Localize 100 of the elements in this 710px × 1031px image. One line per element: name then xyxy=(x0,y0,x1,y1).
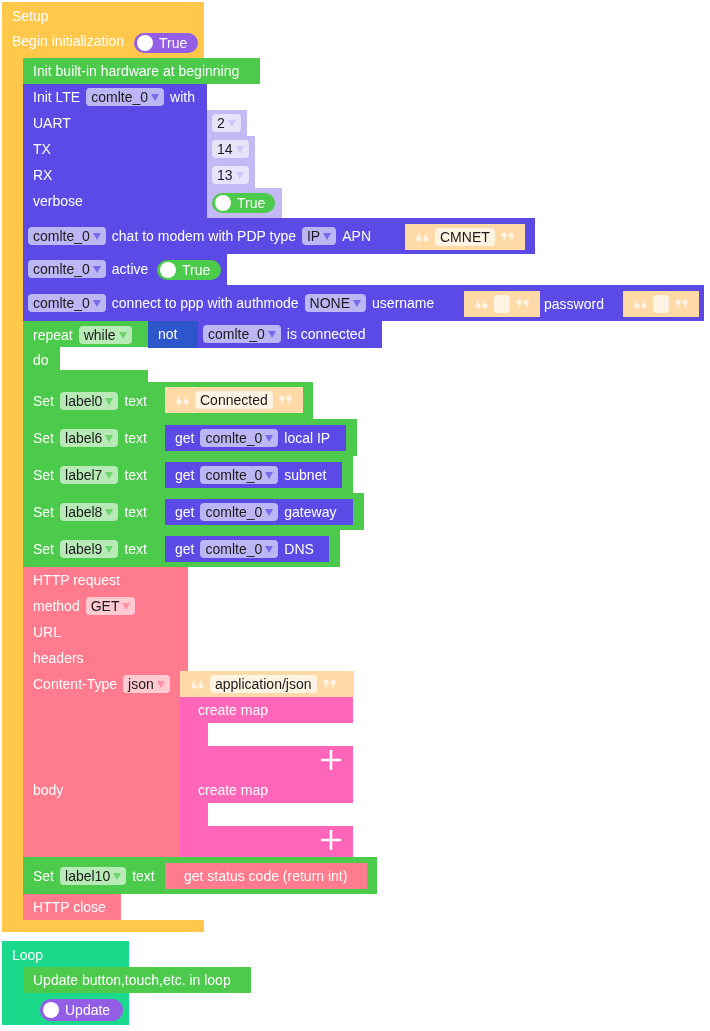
block-label: password xyxy=(544,295,604,313)
text-field: application/json xyxy=(210,675,317,693)
code-block xyxy=(23,857,377,894)
dropdown: comlte_0 xyxy=(28,227,106,245)
code-block xyxy=(23,285,704,321)
dropdown: comlte_0 xyxy=(86,88,164,106)
block-label: username xyxy=(372,294,435,312)
block-label: text xyxy=(124,392,147,410)
block-label: Set xyxy=(33,867,54,885)
block-label: is connected xyxy=(286,325,366,343)
block-label: TX xyxy=(33,140,51,158)
block-label: text xyxy=(124,429,147,447)
block-label: get status code (return int) xyxy=(184,867,348,885)
dropdown: NONE xyxy=(304,294,367,312)
dropdown: comlte_0 xyxy=(200,503,279,521)
dropdown: label10 xyxy=(60,867,127,885)
dropdown: comlte_0 xyxy=(200,466,279,484)
block-label: RX xyxy=(33,166,53,184)
string-block xyxy=(623,291,699,317)
dropdown: comlte_0 xyxy=(203,325,281,343)
block-label: text xyxy=(124,540,147,558)
dropdown: while xyxy=(78,326,132,344)
string-block xyxy=(180,671,354,697)
value-block xyxy=(165,863,367,889)
code-block xyxy=(23,382,313,419)
block-label: create map xyxy=(198,781,269,799)
block-label: method xyxy=(33,597,80,615)
block-label: gateway xyxy=(284,503,337,521)
block-label: Set xyxy=(33,540,54,558)
value-block xyxy=(207,188,282,218)
toggle-switch xyxy=(157,260,221,280)
text-field: Connected xyxy=(195,391,273,409)
block-label: verbose xyxy=(33,192,83,210)
block-label: get xyxy=(175,466,195,484)
dropdown: json xyxy=(123,675,170,693)
toggle-switch xyxy=(40,999,123,1021)
dropdown: label0 xyxy=(60,392,119,410)
block-label: DNS xyxy=(284,540,314,558)
block-label: connect to ppp with authmode xyxy=(111,294,299,312)
dropdown: comlte_0 xyxy=(28,294,106,312)
value-block xyxy=(207,110,247,137)
toggle-label: True xyxy=(237,194,266,212)
block-label: Set xyxy=(33,392,54,410)
block-label: get xyxy=(175,429,195,447)
dropdown: label8 xyxy=(60,503,119,521)
block-label: get xyxy=(175,503,195,521)
block-label: repeat xyxy=(33,326,73,344)
toggle-label: True xyxy=(159,34,188,52)
logic-block xyxy=(148,321,198,348)
dropdown: 2 xyxy=(212,114,241,132)
block-label: APN xyxy=(342,227,371,245)
value-block xyxy=(165,425,346,451)
string-block xyxy=(464,291,540,317)
block-label: HTTP close xyxy=(33,898,106,916)
block-label: Set xyxy=(33,466,54,484)
block-label: Begin initialization xyxy=(12,32,125,50)
block-label: create map xyxy=(198,701,269,719)
toggle-switch xyxy=(134,33,198,53)
dropdown: GET xyxy=(85,597,136,615)
create-map-block xyxy=(180,697,353,777)
block-label: Init LTE xyxy=(33,88,81,106)
toggle-label: Update xyxy=(65,1001,111,1019)
block-label: headers xyxy=(33,649,84,667)
block-label: not xyxy=(158,325,178,343)
value-block xyxy=(165,462,342,488)
code-block xyxy=(23,894,121,920)
string-block xyxy=(165,387,303,413)
block-label: text xyxy=(124,466,147,484)
block-label: Set xyxy=(33,503,54,521)
block-label: HTTP request xyxy=(33,571,120,589)
dropdown: 14 xyxy=(212,140,249,158)
code-block xyxy=(23,530,340,567)
block-label: Setup xyxy=(12,7,49,25)
block-label: Set xyxy=(33,429,54,447)
toggle-switch xyxy=(212,193,275,213)
http-request-block xyxy=(23,567,188,857)
block-label: active xyxy=(111,260,149,278)
block-label: Loop xyxy=(12,946,44,964)
block-label: Content-Type xyxy=(33,675,118,693)
dropdown: comlte_0 xyxy=(28,260,106,278)
code-block xyxy=(23,58,260,84)
dropdown: 13 xyxy=(212,166,249,184)
block-label: with xyxy=(170,88,195,106)
repeat-block xyxy=(23,321,148,382)
block-label: Update button,touch,etc. in loop xyxy=(33,971,231,989)
toggle-label: True xyxy=(182,261,211,279)
value-block xyxy=(207,136,255,163)
dropdown: comlte_0 xyxy=(200,540,279,558)
text-field: CMNET xyxy=(435,228,495,246)
string-block xyxy=(405,224,525,250)
dropdown: label7 xyxy=(60,466,119,484)
block-label: subnet xyxy=(284,466,327,484)
block-label: UART xyxy=(33,114,71,132)
code-block xyxy=(23,218,535,254)
value-block xyxy=(165,499,353,525)
dropdown: IP xyxy=(302,227,337,245)
block-label: Init built-in hardware at beginning xyxy=(33,62,240,80)
dropdown: comlte_0 xyxy=(200,429,279,447)
create-map-block xyxy=(180,777,353,857)
dropdown: label6 xyxy=(60,429,119,447)
